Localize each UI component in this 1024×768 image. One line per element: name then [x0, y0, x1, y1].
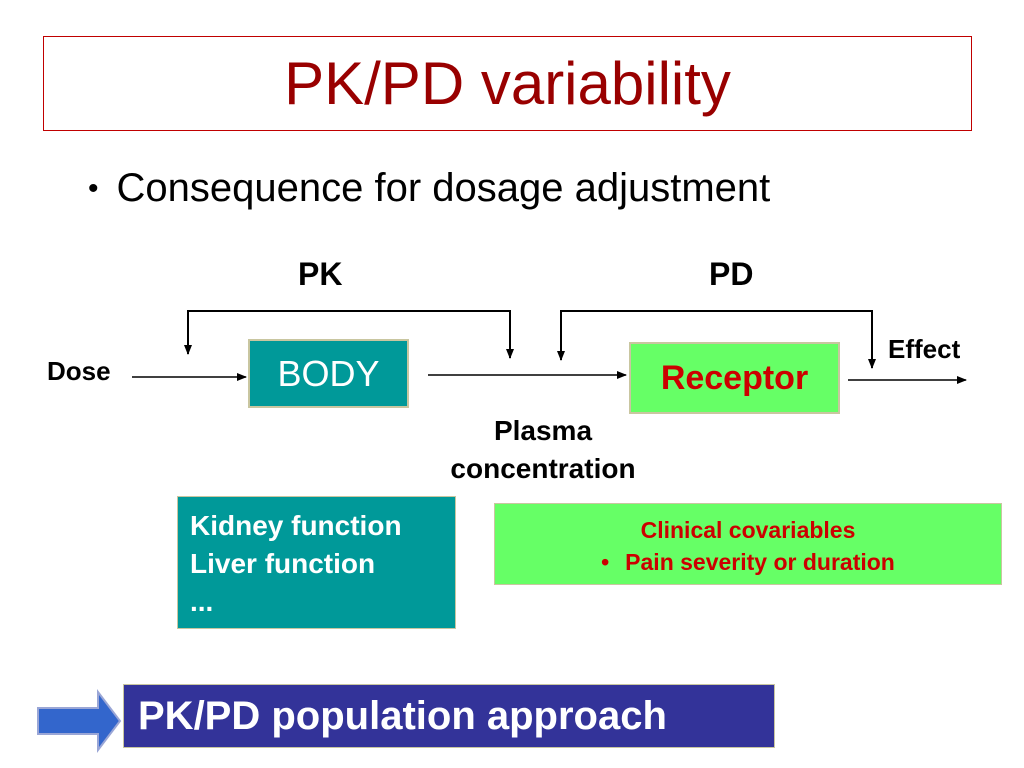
receptor-box: Receptor [629, 342, 840, 414]
page-title: PK/PD variability [284, 49, 731, 117]
title-box: PK/PD variability [43, 36, 972, 131]
pd-label: PD [709, 256, 754, 292]
conclusion-arrow-icon [37, 689, 122, 753]
pd-factor-item: • Pain severity or duration [495, 546, 1001, 578]
pk-factor-item: Kidney function [190, 510, 402, 541]
effect-label: Effect [888, 334, 961, 364]
pd-factors-box: Clinical covariables • Pain severity or d… [494, 503, 1002, 585]
pd-factor-text: Pain severity or duration [625, 549, 895, 575]
plasma-label-line-1: Plasma [493, 415, 593, 446]
bullet-consequence: • Consequence for dosage adjustment [88, 166, 770, 211]
pd-factor-bullet: • [601, 549, 610, 575]
pk-label: PK [298, 256, 343, 292]
bullet-text: Consequence for dosage adjustment [116, 166, 771, 210]
dose-label: Dose [47, 356, 111, 386]
pk-factors-box: Kidney function Liver function ... [177, 496, 456, 629]
pk-factor-item: Liver function [190, 548, 376, 579]
conclusion-box: PK/PD population approach [123, 684, 775, 748]
pk-factor-item: ... [190, 586, 214, 617]
plasma-label-line-2: concentration [450, 453, 636, 484]
pd-factors-heading: Clinical covariables [640, 517, 856, 543]
bullet-marker: • [88, 171, 99, 205]
plasma-concentration-label: Plasma concentration [420, 412, 666, 488]
body-box: BODY [248, 339, 409, 408]
